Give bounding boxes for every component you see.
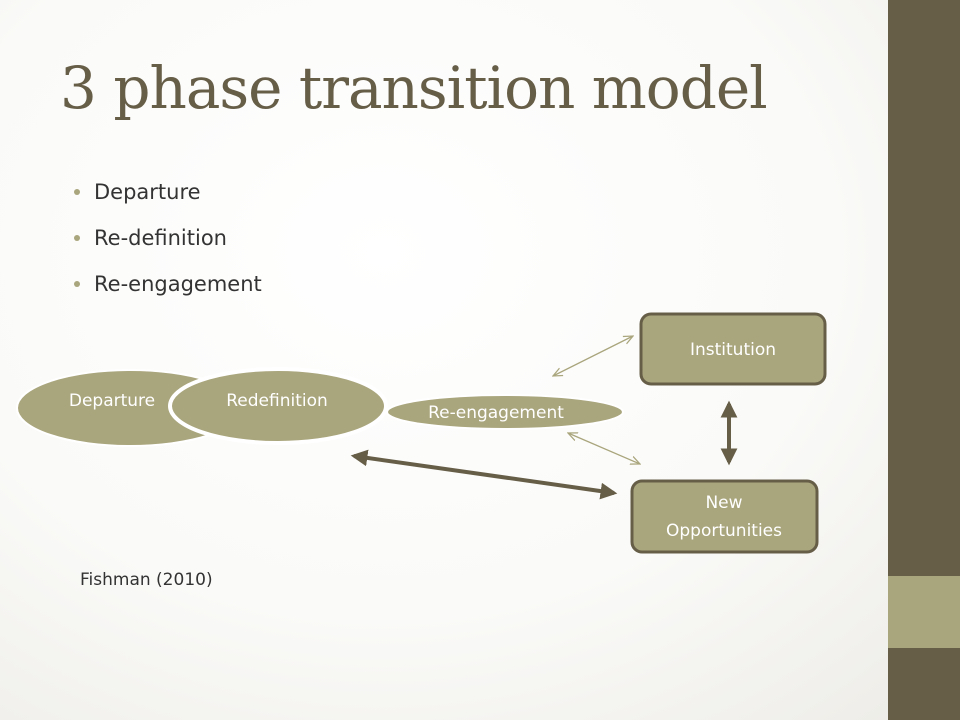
arrow-reengagement-institution	[553, 336, 633, 376]
departure-label: Departure	[69, 391, 155, 411]
reengagement-shape	[386, 394, 624, 430]
citation: Fishman (2010)	[80, 570, 213, 590]
bullet-item-departure: Departure	[72, 172, 262, 218]
transition-diagram: Departure Redefinition Re-engagement Ins…	[16, 312, 827, 554]
bullet-item-redefinition: Re-definition	[72, 218, 262, 264]
redefinition-label: Redefinition	[226, 391, 328, 411]
slide-title: 3 phase transition model	[60, 54, 768, 122]
institution-box	[639, 312, 827, 386]
new-opportunities-label-line1: New	[705, 493, 742, 513]
new-opportunities-label-line2: Opportunities	[666, 521, 782, 541]
new-opportunities-box	[630, 479, 819, 554]
redefinition-shape	[168, 367, 388, 445]
arrow-redefinition-opportunities	[350, 449, 618, 500]
institution-label: Institution	[690, 340, 776, 360]
bullet-list: Departure Re-definition Re-engagement	[72, 172, 262, 310]
sidebar-accent-block	[888, 576, 960, 648]
reengagement-label: Re-engagement	[428, 403, 564, 423]
arrow-reengagement-opportunities	[568, 433, 640, 464]
bullet-item-reengagement: Re-engagement	[72, 264, 262, 310]
